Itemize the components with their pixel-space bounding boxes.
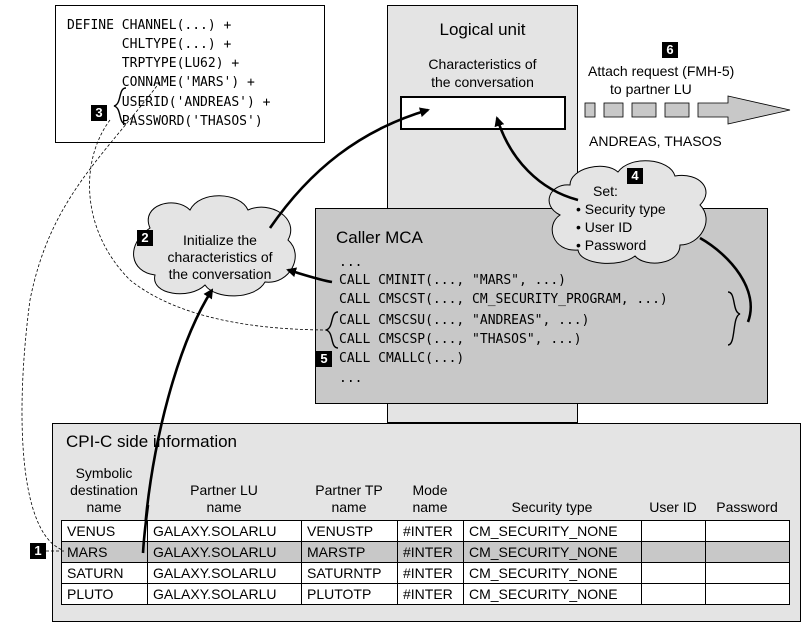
cell-security: CM_SECURITY_NONE xyxy=(463,583,642,605)
header-user-id: User ID xyxy=(649,499,697,515)
cell-tp: PLUTOTP xyxy=(301,583,398,605)
mca-code-line-7: ... xyxy=(339,371,363,386)
logical-unit-title: Logical unit xyxy=(439,20,526,39)
arrow-init-to-lu xyxy=(268,107,430,229)
side-info-title: CPI-C side information xyxy=(66,432,238,451)
cell-tp: VENUSTP xyxy=(301,520,398,542)
cloud-set-item-password: • Password xyxy=(576,237,647,253)
table-row: PLUTO GALAXY.SOLARLU PLUTOTP #INTER CM_S… xyxy=(61,583,790,605)
cloud-set xyxy=(548,160,707,264)
cell-dest: VENUS xyxy=(61,520,148,542)
step-5-badge: 5 xyxy=(316,351,332,367)
brace-security-calls xyxy=(325,311,339,349)
mca-code-line-2: CALL CMINIT(..., "MARS", ...) xyxy=(339,273,566,288)
define-line-6: PASSWORD('THASOS') xyxy=(67,114,263,129)
brace-right-calls xyxy=(727,291,741,346)
cell-mode: #INTER xyxy=(397,583,464,605)
table-row: VENUS GALAXY.SOLARLU VENUSTP #INTER CM_S… xyxy=(61,520,790,542)
cell-userid xyxy=(641,520,706,542)
step-3-badge: 3 xyxy=(91,105,107,121)
define-line-4: CONNAME('MARS') + xyxy=(67,75,255,90)
cell-lu: GALAXY.SOLARLU xyxy=(147,520,302,542)
step-6-badge: 6 xyxy=(662,42,678,58)
step-2-badge: 2 xyxy=(137,230,153,246)
cell-mode: #INTER xyxy=(397,562,464,584)
attach-request-arrow xyxy=(584,95,791,125)
step-4-badge: 4 xyxy=(627,168,643,184)
mca-code-line-4: CALL CMSCSU(..., "ANDREAS", ...) xyxy=(339,313,590,328)
define-line-3: TRPTYPE(LU62) + xyxy=(67,56,240,71)
attach-credentials: ANDREAS, THASOS xyxy=(589,133,722,149)
arrow-set-to-lu xyxy=(494,116,579,202)
cell-dest: MARS xyxy=(61,541,148,563)
cell-password xyxy=(705,520,790,542)
cell-password xyxy=(705,583,790,605)
define-line-1: DEFINE CHANNEL(...) + xyxy=(67,18,232,33)
arrow-mca-to-set xyxy=(699,236,752,323)
cell-userid xyxy=(641,541,706,563)
cell-userid xyxy=(641,562,706,584)
header-partner-lu: Partner LU name xyxy=(190,482,258,515)
mca-code-line-6: CALL CMALLC(...) xyxy=(339,351,465,366)
cell-password xyxy=(705,541,790,563)
cloud-initialize-line-3: the conversation xyxy=(168,266,272,282)
table-row: SATURN GALAXY.SOLARLU SATURNTP #INTER CM… xyxy=(61,562,790,584)
cell-tp: MARSTP xyxy=(301,541,398,563)
cell-mode: #INTER xyxy=(397,520,464,542)
mca-code-line-5: CALL CMSCSP(..., "THASOS", ...) xyxy=(339,332,582,347)
header-password: Password xyxy=(716,499,778,515)
cell-mode: #INTER xyxy=(397,541,464,563)
cloud-initialize-line-2: characteristics of xyxy=(167,249,273,265)
define-line-2: CHLTYPE(...) + xyxy=(67,37,232,52)
header-symbolic-destination: Symbolic destination name xyxy=(70,465,138,515)
cell-dest: PLUTO xyxy=(61,583,148,605)
cell-security: CM_SECURITY_NONE xyxy=(463,541,642,563)
cloud-set-item-security: • Security type xyxy=(576,201,666,217)
brace-define-credentials xyxy=(113,87,127,125)
attach-request-line-1: Attach request (FMH-5) xyxy=(588,63,735,79)
cell-password xyxy=(705,562,790,584)
cell-tp: SATURNTP xyxy=(301,562,398,584)
dashed-link-credentials-to-cmscsu xyxy=(89,119,331,331)
step-1-badge: 1 xyxy=(30,543,46,559)
cell-lu: GALAXY.SOLARLU xyxy=(147,583,302,605)
dashed-link-mars-to-conname xyxy=(21,81,161,552)
header-partner-tp: Partner TP name xyxy=(315,482,383,515)
cell-lu: GALAXY.SOLARLU xyxy=(147,562,302,584)
cloud-initialize-line-1: Initialize the xyxy=(183,232,257,248)
side-info-table: VENUS GALAXY.SOLARLU VENUSTP #INTER CM_S… xyxy=(61,520,790,605)
caller-mca-title: Caller MCA xyxy=(336,228,423,247)
attach-request-line-2: to partner LU xyxy=(610,81,692,97)
characteristics-label-2: the conversation xyxy=(431,74,534,90)
header-security-type: Security type xyxy=(511,499,593,515)
header-mode: Mode name xyxy=(412,482,448,515)
cloud-set-title: Set: xyxy=(593,183,618,199)
mca-code-line-1: ... xyxy=(339,255,363,270)
mca-code-line-3: CALL CMSCST(..., CM_SECURITY_PROGRAM, ..… xyxy=(339,292,668,307)
cloud-initialize xyxy=(133,195,296,297)
cell-lu: GALAXY.SOLARLU xyxy=(147,541,302,563)
characteristics-label-1: Characteristics of xyxy=(428,56,537,72)
arrow-cminit-to-cloud xyxy=(286,267,333,284)
cell-userid xyxy=(641,583,706,605)
cell-dest: SATURN xyxy=(61,562,148,584)
cloud-set-item-userid: • User ID xyxy=(576,219,633,235)
cell-security: CM_SECURITY_NONE xyxy=(463,520,642,542)
cell-security: CM_SECURITY_NONE xyxy=(463,562,642,584)
define-line-5: USERID('ANDREAS') + xyxy=(67,95,271,110)
table-row-selected: MARS GALAXY.SOLARLU MARSTP #INTER CM_SEC… xyxy=(61,541,790,563)
